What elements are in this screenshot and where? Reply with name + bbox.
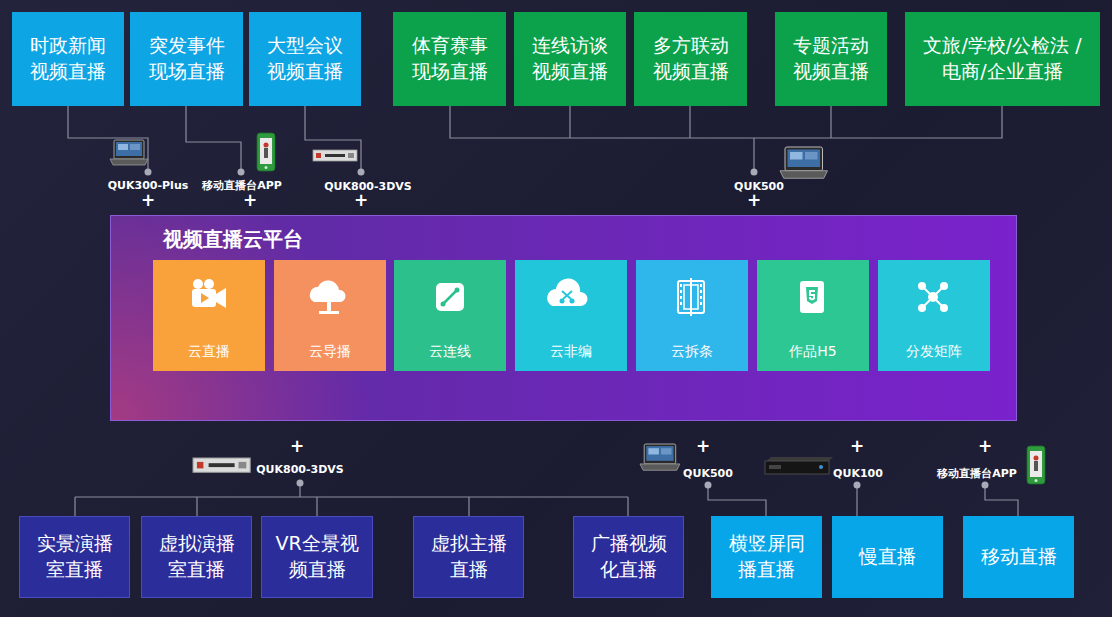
box-label: 分发矩阵 (906, 342, 962, 361)
studio-scenario-box: 虚拟演播 室直播 (141, 516, 252, 598)
box-label: 云非编 (550, 342, 592, 361)
live-scenario-box: 文旅/学校/公检法 /电商/企业直播 (905, 12, 1100, 106)
box-label: 云连线 (429, 342, 471, 361)
service-tile: 云非编 (515, 260, 627, 371)
service-tile: 云导播 (274, 260, 386, 371)
live-scenario-box: 突发事件 现场直播 (130, 12, 243, 106)
plus-sign: + (141, 190, 155, 210)
box-label: 云导播 (309, 342, 351, 361)
studio-scenario-box: 虚拟主播 直播 (413, 516, 524, 598)
leader-line (75, 497, 628, 516)
junction-dot (238, 169, 245, 176)
studio-scenario-box: 广播视频 化直播 (573, 516, 684, 598)
leader-line (75, 496, 628, 497)
box-label: 云直播 (188, 342, 230, 361)
junction-dot (145, 169, 152, 176)
live-scenario-box: 慢直播 (832, 516, 943, 598)
box-label: 实景演播 室直播 (26, 531, 123, 582)
leader-line (186, 106, 241, 172)
live-scenario-box: 时政新闻 视频直播 (12, 12, 124, 106)
service-tile: 云直播 (153, 260, 265, 371)
rack-device (193, 458, 250, 472)
junction-dot (751, 169, 758, 176)
box-label: 体育赛事 现场直播 (399, 33, 500, 84)
server-device (765, 457, 833, 474)
leader-line (305, 106, 361, 172)
panel-heading: 视频直播云平台 (163, 226, 303, 253)
box-label: 大型会议 视频直播 (255, 33, 355, 84)
junction-dot (982, 482, 989, 489)
leader-line (708, 485, 766, 516)
studio-scenario-box: 实景演播 室直播 (19, 516, 130, 598)
box-label: 连线访谈 视频直播 (520, 33, 620, 84)
live-scenario-box: 移动直播 (963, 516, 1074, 598)
rack-device (313, 150, 357, 161)
plus-sign: + (850, 436, 864, 456)
phone-device (257, 133, 275, 171)
leader-line (689, 106, 690, 138)
box-label: 慢直播 (859, 544, 916, 570)
box-label: 多方联动 视频直播 (640, 33, 741, 84)
junction-dot (297, 480, 304, 487)
cloud-platform-panel: 视频直播云平台云直播 云导播 云连线 云非编 云拆条 作品H5 分发矩阵 (110, 215, 1017, 421)
box-label: 虚拟演播 室直播 (148, 531, 245, 582)
service-tile: 分发矩阵 (878, 260, 990, 371)
device-label: 移动直播台APP (202, 178, 282, 193)
laptop-device (110, 140, 148, 165)
box-label: 时政新闻 视频直播 (18, 33, 118, 84)
box-label: 文旅/学校/公检法 /电商/企业直播 (911, 33, 1094, 84)
device-label: QUK500 (683, 467, 733, 480)
phone-device (1027, 446, 1045, 484)
live-scenario-box: 横竖屏同 播直播 (711, 516, 822, 598)
leader-line (450, 106, 1002, 138)
service-tile: 云拆条 (636, 260, 748, 371)
box-label: 移动直播 (981, 544, 1057, 570)
device-label: QUK300-Plus (108, 179, 189, 192)
box-label: 虚拟主播 直播 (420, 531, 517, 582)
junction-dot (358, 169, 365, 176)
device-label: QUK100 (833, 467, 883, 480)
plus-sign: + (290, 436, 304, 456)
leader-line (753, 138, 754, 172)
box-label: 云拆条 (671, 342, 713, 361)
plus-sign: + (978, 436, 992, 456)
laptop-device (780, 147, 828, 178)
leader-line (830, 106, 831, 138)
plus-sign: + (354, 190, 368, 210)
device-label: QUK800-3DVS (256, 463, 344, 476)
plus-sign: + (696, 436, 710, 456)
box-label: VR全景视 频直播 (268, 531, 366, 582)
leader-line (569, 106, 570, 138)
junction-dot (705, 482, 712, 489)
live-scenario-box: 多方联动 视频直播 (634, 12, 747, 106)
box-label: 广播视频 化直播 (580, 531, 677, 582)
live-scenario-box: 大型会议 视频直播 (249, 12, 361, 106)
live-scenario-box: 连线访谈 视频直播 (514, 12, 626, 106)
leader-line (985, 485, 1018, 516)
leader-line (856, 485, 857, 516)
box-label: 专题活动 视频直播 (781, 33, 881, 84)
device-label: 移动直播台APP (937, 466, 1017, 481)
laptop-device (640, 444, 680, 470)
plus-sign: + (243, 190, 257, 210)
live-scenario-box: 体育赛事 现场直播 (393, 12, 506, 106)
service-tile: 云连线 (394, 260, 506, 371)
studio-scenario-box: VR全景视 频直播 (261, 516, 373, 598)
junction-dot (854, 482, 861, 489)
leader-line (68, 106, 148, 172)
box-label: 作品H5 (789, 342, 836, 361)
service-tile: 作品H5 (757, 260, 869, 371)
live-scenario-box: 专题活动 视频直播 (775, 12, 887, 106)
box-label: 突发事件 现场直播 (136, 33, 237, 84)
plus-sign: + (747, 190, 761, 210)
box-label: 横竖屏同 播直播 (717, 531, 816, 582)
